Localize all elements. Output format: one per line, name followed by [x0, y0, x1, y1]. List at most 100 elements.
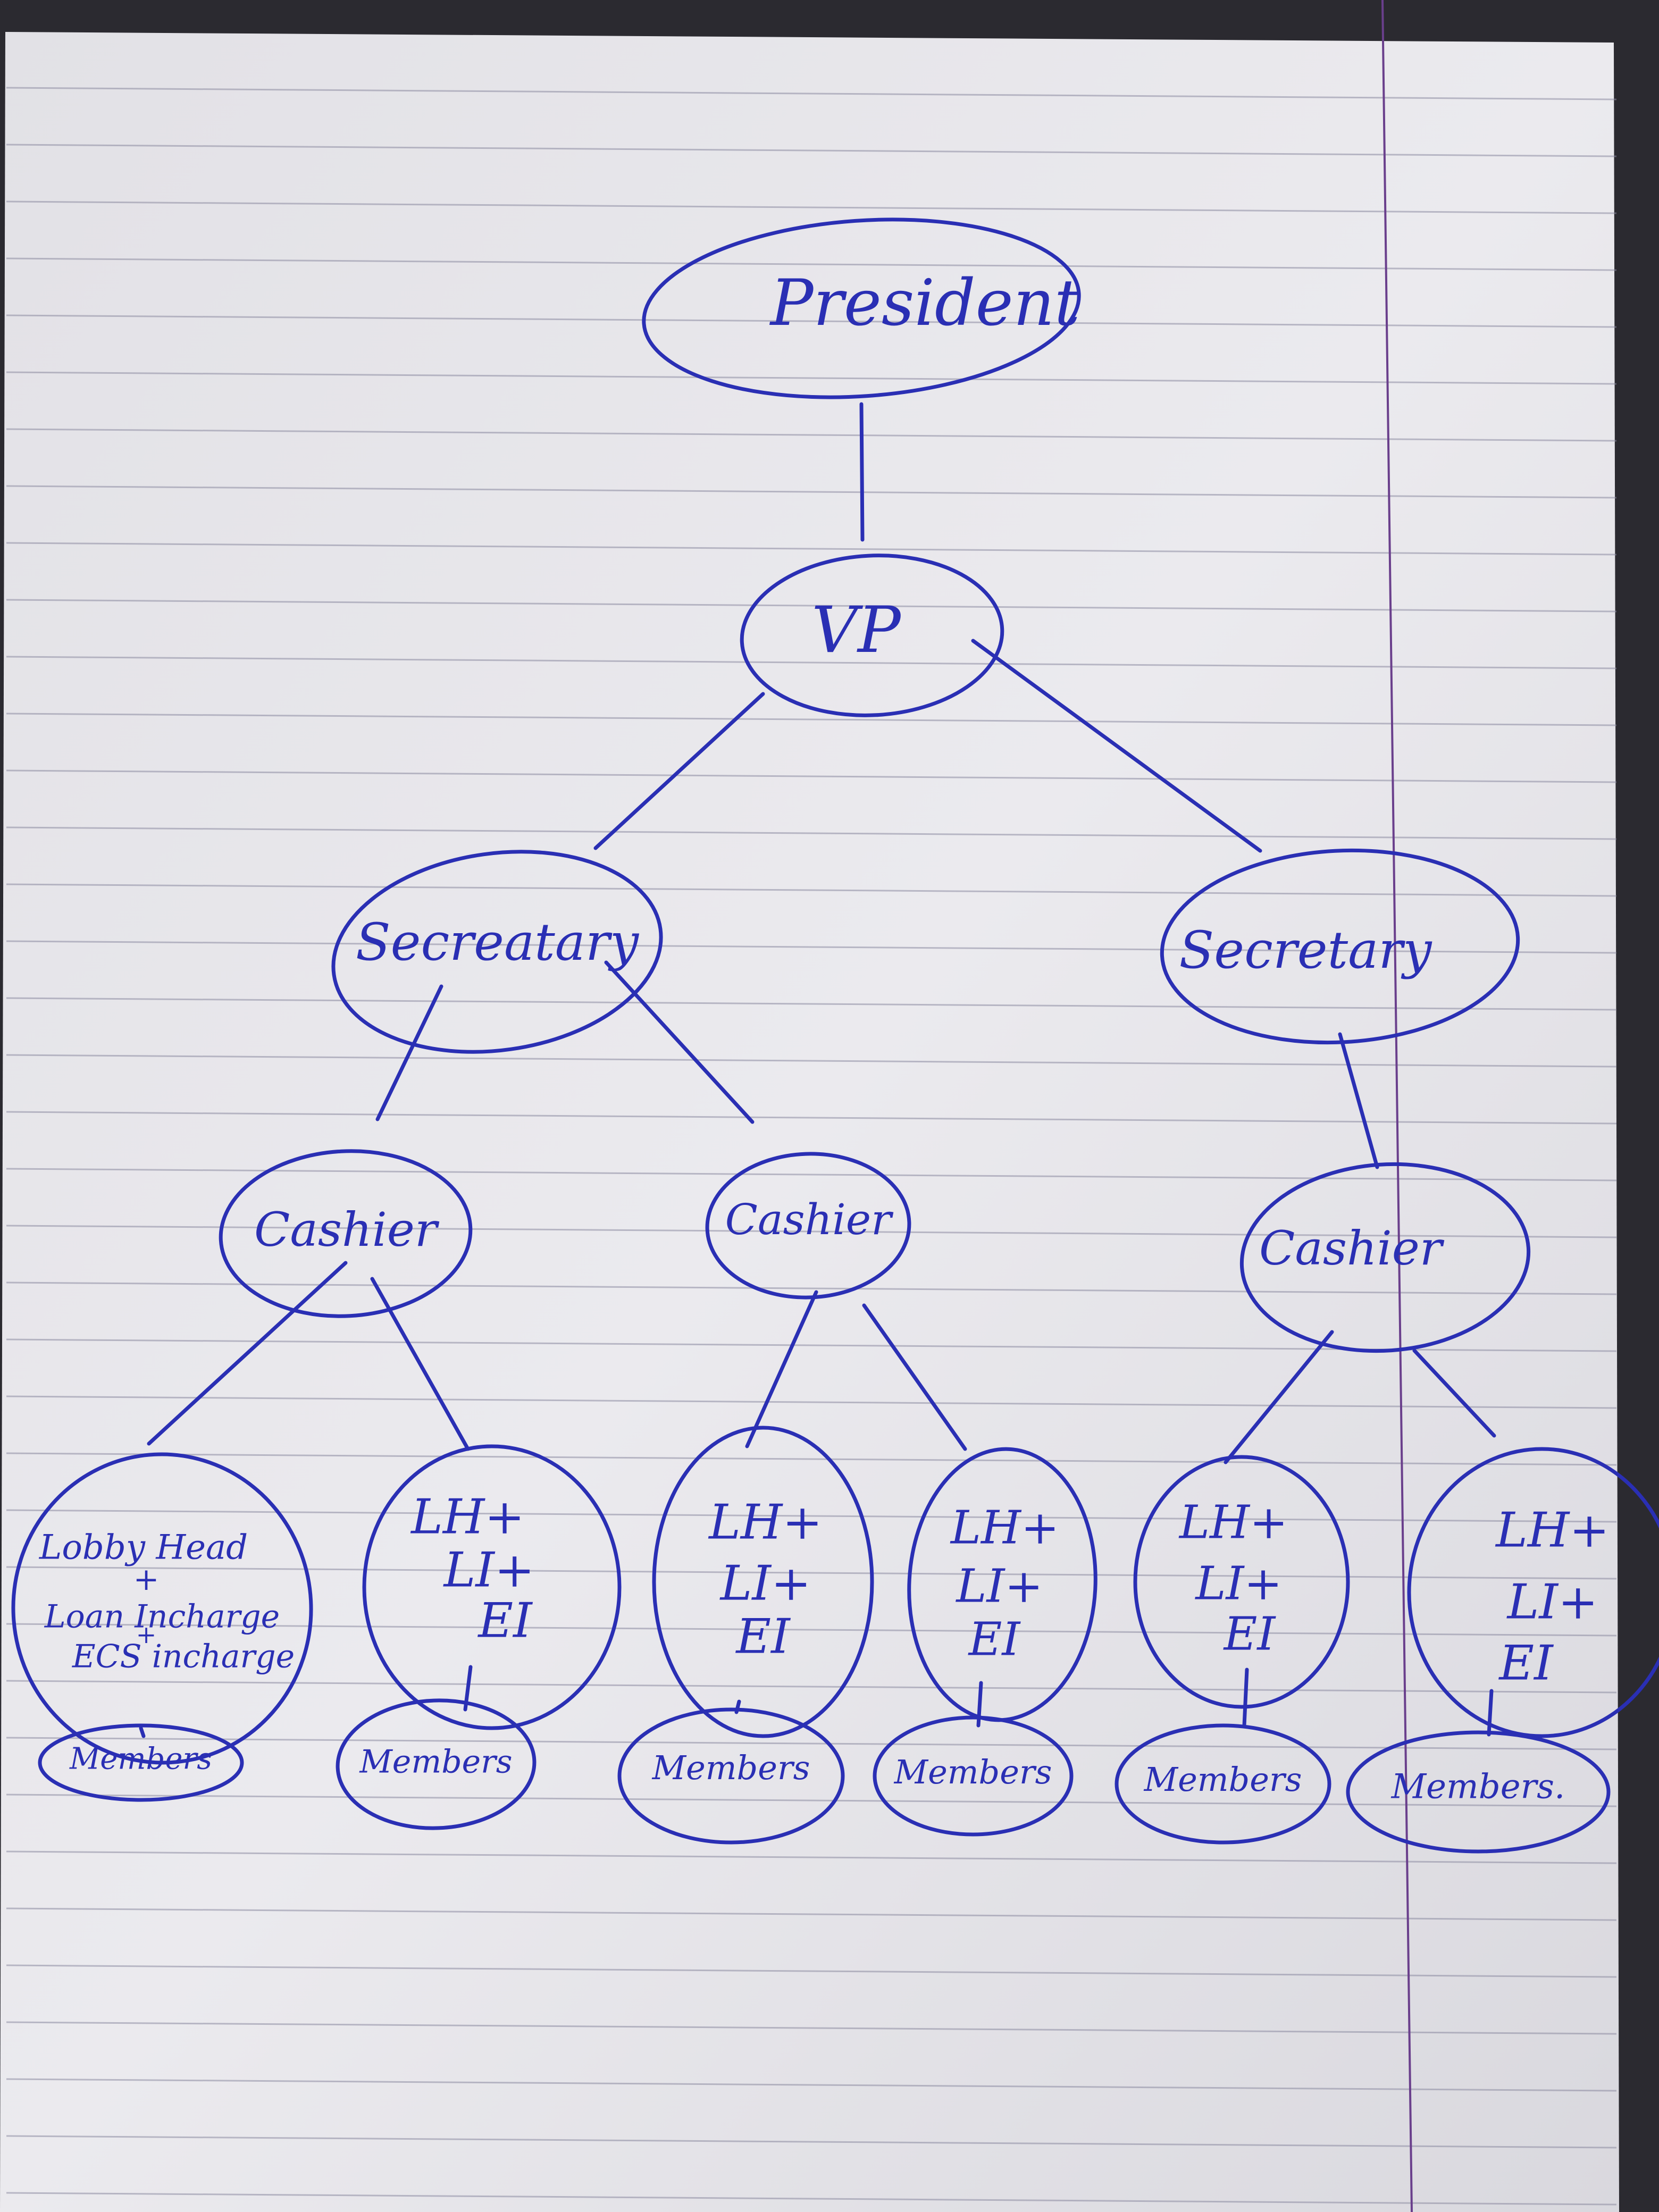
- lead-4-line-1: LH+: [950, 1502, 1059, 1555]
- ruled-line: [6, 826, 1617, 840]
- node-lead-3: [652, 1426, 874, 1738]
- lead-3-line-1: LH+: [708, 1494, 823, 1550]
- notebook-page: [0, 32, 1619, 2212]
- node-outlines: [11, 217, 1659, 1854]
- lead-1-line-2: +: [133, 1561, 160, 1597]
- lead-1-line-3: Loan Incharge: [44, 1598, 280, 1636]
- ruled-line: [6, 428, 1617, 442]
- lead-2-line-3: EI: [477, 1593, 533, 1648]
- node-secretary-1: [331, 850, 663, 1054]
- lead-5-line-1: LH+: [1178, 1496, 1288, 1549]
- lead-1-line-5: ECS incharge: [72, 1638, 295, 1675]
- ruled-line: [6, 2078, 1617, 2092]
- cashier-3-label: Cashier: [1259, 1221, 1445, 1276]
- lead-4-line-2: LI+: [955, 1560, 1043, 1613]
- node-cashier-3: [1239, 1162, 1531, 1353]
- members-5-label: Members: [1144, 1760, 1302, 1799]
- ruled-line: [6, 997, 1617, 1011]
- ruled-line: [6, 2021, 1617, 2035]
- ruled-line: [6, 1168, 1617, 1182]
- edge-secretary-1-to-cashier-2: [604, 960, 755, 1124]
- members-1-label: Members: [69, 1742, 212, 1777]
- edge-secretary-1-to-cashier-1: [375, 984, 443, 1121]
- lead-2-line-2: LI+: [443, 1542, 535, 1598]
- ruled-line: [6, 656, 1617, 669]
- ruled-line: [6, 542, 1617, 556]
- vp-label: VP: [811, 593, 902, 667]
- ruled-line: [6, 1680, 1617, 1694]
- members-2-label: Members: [359, 1744, 512, 1781]
- ruled-line: [6, 1907, 1617, 1921]
- ruled-line: [6, 1964, 1617, 1978]
- edge-president-to-vp: [859, 402, 865, 542]
- edge-vp-to-secretary-2: [971, 639, 1262, 853]
- ruled-line: [6, 1452, 1617, 1466]
- members-6-label: Members.: [1391, 1767, 1565, 1807]
- lead-6-line-2: LI+: [1506, 1574, 1598, 1630]
- lead-1-line-1: Lobby Head: [39, 1528, 248, 1568]
- ruled-line: [6, 87, 1617, 100]
- lead-6-line-3: EI: [1498, 1635, 1554, 1691]
- node-members-2: [336, 1698, 537, 1830]
- node-vp: [740, 554, 1004, 717]
- ruled-line: [6, 200, 1617, 214]
- ruled-line: [6, 371, 1617, 385]
- cashier-1-label: Cashier: [254, 1202, 440, 1257]
- secretary-1-label: Secreatary: [356, 912, 640, 972]
- ruled-line: [6, 2135, 1617, 2149]
- node-labels: President VP Secreatary Secretary Cashie…: [39, 266, 1610, 1806]
- node-members-5: [1115, 1723, 1331, 1845]
- node-members-4: [873, 1715, 1074, 1837]
- ruled-line: [6, 1737, 1617, 1750]
- lead-1-line-4: +: [136, 1620, 157, 1649]
- edge-vp-to-secretary-1: [593, 692, 765, 850]
- node-lead-2: [362, 1444, 622, 1730]
- lead-5-line-3: EI: [1223, 1608, 1277, 1661]
- node-cashier-2: [705, 1152, 911, 1300]
- node-lead-6: [1407, 1447, 1659, 1738]
- edge-secretary-2-to-cashier-3: [1338, 1032, 1379, 1169]
- ruled-line: [6, 1225, 1617, 1238]
- ruled-line: [6, 940, 1617, 954]
- node-members-1: [38, 1723, 244, 1802]
- lead-3-line-2: LI+: [719, 1555, 811, 1611]
- edge-cashier-1-to-lead-1: [147, 1261, 348, 1446]
- node-secretary-2: [1160, 848, 1520, 1045]
- ruled-line: [6, 769, 1617, 783]
- lead-4-line-3: EI: [968, 1613, 1021, 1666]
- ruled-line: [6, 144, 1617, 157]
- ruled-line: [6, 1509, 1617, 1523]
- lead-3-line-3: EI: [735, 1608, 791, 1664]
- node-president: [642, 217, 1081, 399]
- edge-cashier-3-to-lead-5: [1224, 1330, 1334, 1464]
- edge-cashier-1-to-lead-2: [370, 1277, 470, 1451]
- edge-lead-1-to-members-1: [139, 1726, 146, 1738]
- node-members-3: [617, 1707, 845, 1845]
- connector-lines: [139, 402, 1496, 1738]
- edge-lead-6-to-members-6: [1487, 1689, 1494, 1737]
- ruled-line: [6, 1111, 1617, 1125]
- ruled-line: [6, 2192, 1617, 2206]
- lead-6-line-1: LH+: [1495, 1502, 1610, 1558]
- node-cashier-1: [219, 1149, 473, 1318]
- ruled-line: [6, 314, 1617, 328]
- edge-cashier-3-to-lead-6: [1412, 1348, 1496, 1438]
- ruled-line: [6, 1794, 1617, 1807]
- ruled-line: [6, 1623, 1617, 1637]
- ruled-line: [6, 485, 1617, 499]
- ruled-line: [6, 599, 1617, 613]
- ruled-line: [6, 1850, 1617, 1864]
- edge-cashier-2-to-lead-4: [862, 1303, 967, 1451]
- edge-lead-5-to-members-5: [1242, 1668, 1249, 1728]
- ruled-line: [6, 1281, 1617, 1295]
- ruled-line: [6, 883, 1617, 897]
- president-label: President: [769, 266, 1080, 340]
- lead-5-line-2: LI+: [1194, 1557, 1282, 1611]
- members-3-label: Members: [652, 1748, 810, 1787]
- node-lead-1: [11, 1452, 313, 1765]
- secretary-2-label: Secretary: [1179, 920, 1433, 980]
- ruled-line: [6, 257, 1617, 271]
- ruled-line: [6, 713, 1617, 726]
- members-4-label: Members: [894, 1753, 1052, 1791]
